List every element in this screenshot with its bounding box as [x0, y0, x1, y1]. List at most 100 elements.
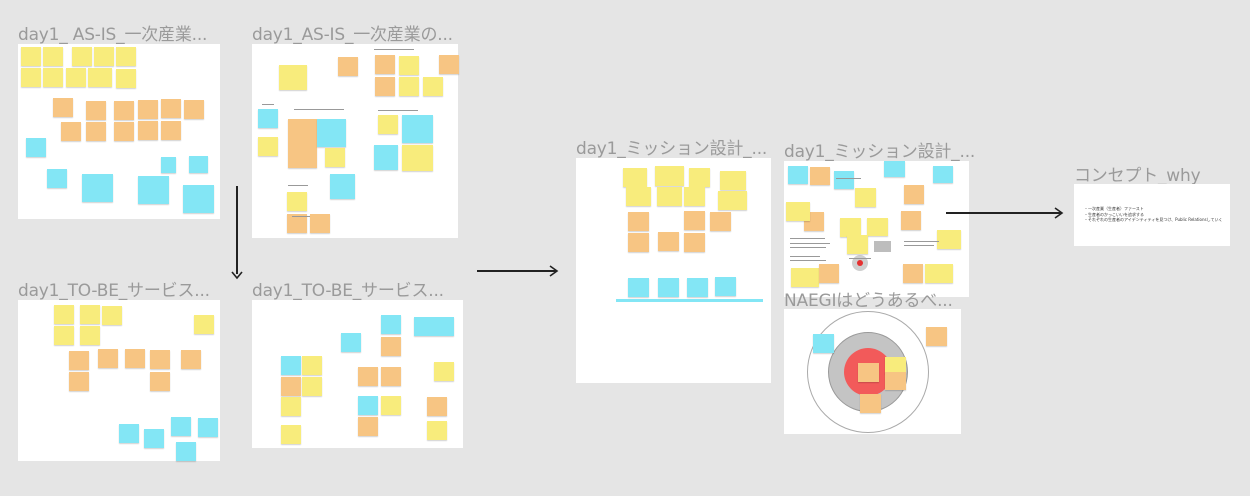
- frame-title-tobe-2[interactable]: day1_TO-BE_サービス...: [252, 281, 444, 301]
- sticky-note-cyan[interactable]: [687, 278, 708, 297]
- sticky-note-orange[interactable]: [125, 349, 145, 368]
- sticky-note-yellow[interactable]: [381, 396, 401, 415]
- sticky-note-orange[interactable]: [161, 99, 181, 118]
- sticky-note-cyan[interactable]: [788, 166, 808, 184]
- sticky-note-cyan[interactable]: [330, 174, 355, 199]
- sticky-note-orange[interactable]: [375, 77, 395, 96]
- sticky-note-yellow[interactable]: [281, 425, 301, 444]
- sticky-note-cyan[interactable]: [176, 442, 196, 461]
- connector-arrow-down[interactable]: [236, 186, 238, 274]
- sticky-note-orange[interactable]: [98, 349, 118, 368]
- sticky-note-cyan[interactable]: [341, 333, 361, 352]
- frame-title-mission-1[interactable]: day1_ミッション設計_...: [576, 139, 768, 159]
- sticky-note-yellow[interactable]: [21, 47, 41, 66]
- sticky-note-yellow[interactable]: [66, 68, 86, 87]
- frame-concept[interactable]: ・一次産業（生産者）ファースト ・生産者のかっこいいを追求する ・それぞれの生産…: [1074, 184, 1230, 246]
- sticky-note-orange[interactable]: [903, 264, 923, 283]
- sticky-note-cyan[interactable]: [317, 119, 346, 147]
- sticky-note-orange[interactable]: [858, 363, 879, 382]
- sticky-note-orange[interactable]: [138, 100, 158, 119]
- sticky-note-orange[interactable]: [658, 232, 679, 251]
- sticky-note-orange[interactable]: [381, 367, 401, 386]
- sticky-note-orange[interactable]: [358, 367, 378, 386]
- sticky-note-cyan[interactable]: [82, 174, 113, 202]
- sticky-note-cyan[interactable]: [658, 278, 679, 297]
- sticky-note-orange[interactable]: [710, 212, 731, 231]
- sticky-note-orange[interactable]: [69, 351, 89, 370]
- sticky-note-yellow[interactable]: [718, 191, 747, 210]
- sticky-note-orange[interactable]: [904, 185, 924, 204]
- sticky-note-orange[interactable]: [287, 214, 307, 233]
- sticky-note-orange[interactable]: [885, 372, 906, 390]
- sticky-note-orange[interactable]: [114, 122, 134, 141]
- sticky-note-orange[interactable]: [86, 101, 106, 120]
- sticky-note-orange[interactable]: [439, 55, 459, 74]
- sticky-note-yellow[interactable]: [325, 148, 345, 167]
- sticky-note-yellow[interactable]: [281, 397, 301, 416]
- sticky-note-yellow[interactable]: [847, 235, 868, 254]
- sticky-note-yellow[interactable]: [786, 202, 810, 221]
- sticky-note-cyan[interactable]: [402, 115, 433, 143]
- sticky-note-yellow[interactable]: [302, 356, 322, 375]
- sticky-note-cyan[interactable]: [933, 166, 953, 183]
- sticky-note-yellow[interactable]: [427, 421, 447, 440]
- sticky-note-orange[interactable]: [810, 167, 830, 185]
- sticky-note-yellow[interactable]: [287, 192, 307, 211]
- sticky-note-cyan[interactable]: [715, 277, 736, 296]
- sticky-note-cyan[interactable]: [374, 145, 398, 170]
- sticky-note-orange[interactable]: [338, 57, 358, 76]
- sticky-note-orange[interactable]: [860, 394, 881, 413]
- sticky-note-yellow[interactable]: [54, 305, 74, 324]
- sticky-note-cyan[interactable]: [381, 315, 401, 334]
- sticky-note-yellow[interactable]: [21, 68, 41, 87]
- sticky-note-orange[interactable]: [381, 337, 401, 356]
- sticky-note-yellow[interactable]: [791, 268, 819, 287]
- sticky-note-cyan[interactable]: [119, 424, 139, 443]
- sticky-note-cyan[interactable]: [138, 176, 169, 204]
- sticky-note-cyan[interactable]: [144, 429, 164, 448]
- sticky-note-cyan[interactable]: [884, 161, 905, 177]
- sticky-note-yellow[interactable]: [43, 47, 63, 66]
- sticky-note-cyan[interactable]: [414, 317, 454, 336]
- sticky-note-cyan[interactable]: [358, 396, 378, 415]
- sticky-note-cyan[interactable]: [183, 185, 214, 213]
- sticky-note-orange[interactable]: [427, 397, 447, 416]
- sticky-note-yellow[interactable]: [54, 326, 74, 345]
- sticky-note-orange[interactable]: [184, 100, 204, 119]
- sticky-note-yellow[interactable]: [80, 305, 100, 324]
- sticky-note-orange[interactable]: [61, 122, 81, 141]
- sticky-note-yellow[interactable]: [302, 377, 322, 396]
- sticky-note-yellow[interactable]: [626, 187, 651, 206]
- sticky-note-yellow[interactable]: [867, 218, 888, 236]
- sticky-note-yellow[interactable]: [840, 218, 861, 237]
- sticky-note-orange[interactable]: [161, 121, 181, 140]
- sticky-note-orange[interactable]: [628, 233, 649, 252]
- sticky-note-orange[interactable]: [819, 264, 839, 283]
- sticky-note-cyan[interactable]: [189, 156, 208, 173]
- sticky-note-cyan[interactable]: [813, 334, 834, 353]
- sticky-note-yellow[interactable]: [423, 77, 443, 96]
- sticky-note-yellow[interactable]: [116, 47, 136, 66]
- sticky-note-yellow[interactable]: [402, 145, 433, 171]
- sticky-note-cyan[interactable]: [628, 278, 649, 297]
- sticky-note-yellow[interactable]: [102, 306, 122, 325]
- sticky-note-orange[interactable]: [281, 377, 301, 396]
- sticky-note-yellow[interactable]: [434, 362, 454, 381]
- sticky-note-orange[interactable]: [53, 98, 73, 117]
- sticky-note-cyan[interactable]: [161, 157, 176, 173]
- sticky-note-yellow[interactable]: [88, 68, 112, 87]
- sticky-note-yellow[interactable]: [655, 166, 684, 186]
- sticky-note-yellow[interactable]: [623, 168, 647, 187]
- sticky-note-cyan[interactable]: [26, 138, 46, 157]
- frame-title-concept[interactable]: コンセプト_why: [1074, 166, 1201, 186]
- sticky-note-yellow[interactable]: [258, 137, 278, 156]
- frame-title-asis-1[interactable]: day1_ AS-IS_一次産業...: [18, 25, 208, 45]
- sticky-note-cyan[interactable]: [834, 171, 854, 189]
- sticky-note-orange[interactable]: [358, 417, 378, 436]
- sticky-note-orange[interactable]: [310, 214, 330, 233]
- sticky-note-yellow[interactable]: [885, 357, 906, 374]
- sticky-note-yellow[interactable]: [94, 47, 114, 66]
- gray-box[interactable]: [874, 241, 891, 252]
- sticky-note-orange[interactable]: [901, 211, 921, 230]
- frame-title-mission-2[interactable]: day1_ミッション設計_...: [784, 142, 976, 162]
